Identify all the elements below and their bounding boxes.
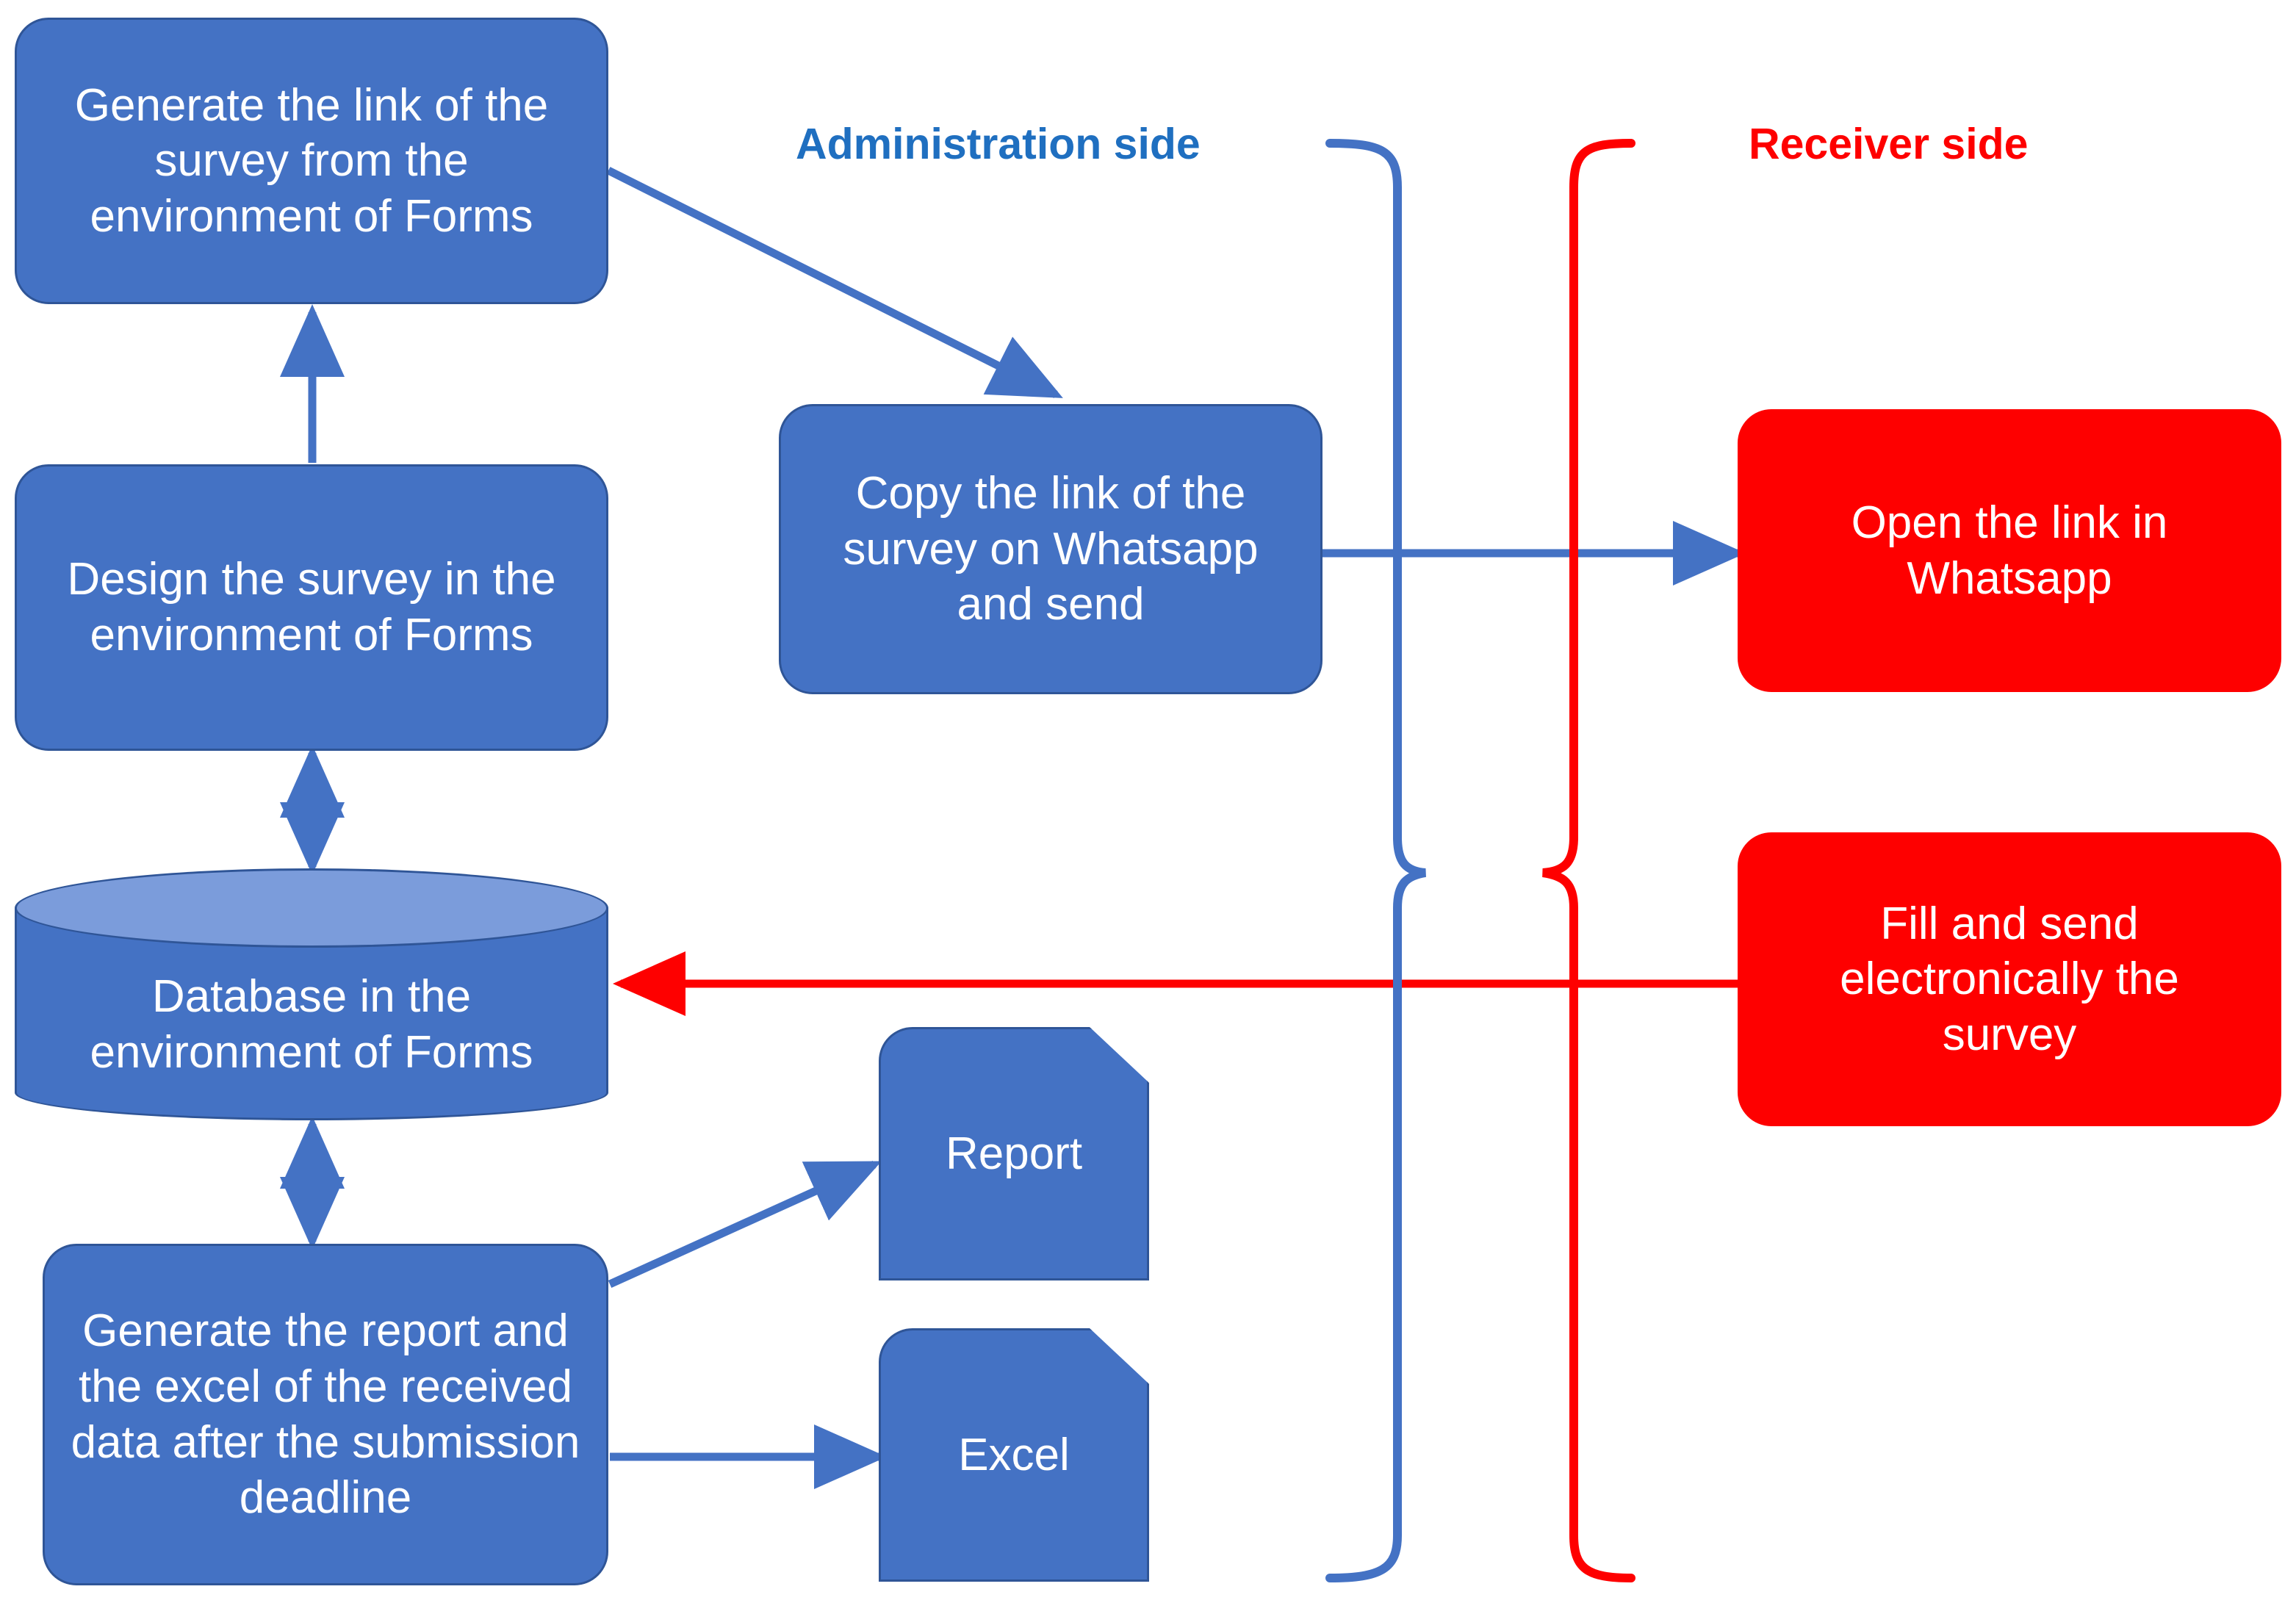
receiver-bracket (1542, 139, 1635, 1582)
receiver-side-label: Receiver side (1749, 120, 2029, 168)
node-database-label: Database in the environment of Forms (90, 971, 533, 1078)
node-design-survey-label: Design the survey in the environment of … (67, 554, 556, 660)
node-report-label: Report (945, 1128, 1083, 1179)
node-generate-report[interactable]: Generate the report and the excel of the… (43, 1244, 608, 1585)
administration-side-label: Administration side (796, 120, 1201, 168)
node-design-survey[interactable]: Design the survey in the environment of … (15, 464, 608, 751)
node-open-link[interactable]: Open the link in Whatsapp (1738, 409, 2281, 692)
node-generate-link[interactable]: Generate the link of the survey from the… (15, 18, 608, 304)
administration-bracket (1325, 139, 1427, 1582)
node-open-link-label: Open the link in Whatsapp (1851, 497, 2168, 604)
node-fill-send[interactable]: Fill and send electronically the survey (1738, 832, 2281, 1126)
edge-generate-link-to-copy-link (606, 167, 1063, 398)
node-copy-link-label: Copy the link of the survey on Whatsapp … (843, 468, 1259, 630)
node-fill-send-label: Fill and send electronically the survey (1840, 898, 2179, 1060)
database-cylinder-top (15, 868, 608, 948)
node-copy-link[interactable]: Copy the link of the survey on Whatsapp … (779, 404, 1322, 694)
node-excel[interactable]: Excel (879, 1328, 1149, 1582)
edge-report-step-to-report (608, 1160, 882, 1289)
node-generate-report-label: Generate the report and the excel of the… (71, 1305, 580, 1524)
node-generate-link-label: Generate the link of the survey from the… (74, 79, 549, 242)
node-report[interactable]: Report (879, 1027, 1149, 1280)
node-excel-label: Excel (958, 1429, 1070, 1480)
